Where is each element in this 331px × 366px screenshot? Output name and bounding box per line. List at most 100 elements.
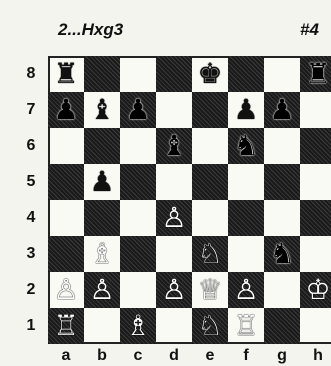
square-c3[interactable]: [120, 236, 156, 272]
square-d3[interactable]: [156, 236, 192, 272]
square-a7[interactable]: ♟: [48, 92, 84, 128]
square-f6[interactable]: ♞: [228, 128, 264, 164]
square-e7[interactable]: [192, 92, 228, 128]
square-g1[interactable]: [264, 308, 300, 344]
square-g2[interactable]: [264, 272, 300, 308]
square-h4[interactable]: [300, 200, 331, 236]
square-b3[interactable]: ♗: [84, 236, 120, 272]
square-g4[interactable]: [264, 200, 300, 236]
square-g6[interactable]: [264, 128, 300, 164]
square-b7[interactable]: ♝: [84, 92, 120, 128]
square-c8[interactable]: [120, 56, 156, 92]
black-pawn-icon[interactable]: ♟: [269, 96, 294, 124]
black-knight-icon[interactable]: ♞: [233, 132, 258, 160]
square-h2[interactable]: ♔: [300, 272, 331, 308]
square-a8[interactable]: ♜: [48, 56, 84, 92]
white-rook-icon[interactable]: ♖: [233, 312, 258, 340]
square-f4[interactable]: [228, 200, 264, 236]
square-c5[interactable]: [120, 164, 156, 200]
white-king-icon[interactable]: ♔: [305, 276, 330, 304]
square-a1[interactable]: ♖: [48, 308, 84, 344]
square-g3[interactable]: ♞: [264, 236, 300, 272]
white-queen-icon[interactable]: ♕: [197, 276, 222, 304]
square-c4[interactable]: [120, 200, 156, 236]
white-pawn-icon[interactable]: ♙: [161, 204, 186, 232]
puzzle-number: #4: [300, 20, 319, 40]
white-bishop-icon[interactable]: ♗: [89, 240, 114, 268]
file-label-d: d: [156, 346, 192, 366]
file-label-e: e: [192, 346, 228, 366]
file-label-b: b: [84, 346, 120, 366]
white-pawn-icon[interactable]: ♙: [233, 276, 258, 304]
square-f2[interactable]: ♙: [228, 272, 264, 308]
square-e3[interactable]: ♘: [192, 236, 228, 272]
black-pawn-icon[interactable]: ♟: [53, 96, 78, 124]
square-h8[interactable]: ♜: [300, 56, 331, 92]
square-f1[interactable]: ♖: [228, 308, 264, 344]
square-g7[interactable]: ♟: [264, 92, 300, 128]
square-d8[interactable]: [156, 56, 192, 92]
square-c1[interactable]: ♗: [120, 308, 156, 344]
white-pawn-icon[interactable]: ♙: [89, 276, 114, 304]
black-king-icon[interactable]: ♚: [197, 60, 222, 88]
white-pawn-icon[interactable]: ♙: [53, 276, 78, 304]
square-d7[interactable]: [156, 92, 192, 128]
square-d2[interactable]: ♙: [156, 272, 192, 308]
file-label-h: h: [300, 346, 331, 366]
square-e1[interactable]: ♘: [192, 308, 228, 344]
square-c6[interactable]: [120, 128, 156, 164]
diagram-header: 2...Hxg3 #4: [0, 0, 331, 56]
square-a6[interactable]: [48, 128, 84, 164]
square-f3[interactable]: [228, 236, 264, 272]
white-knight-icon[interactable]: ♘: [197, 312, 222, 340]
white-rook-icon[interactable]: ♖: [53, 312, 78, 340]
square-c2[interactable]: [120, 272, 156, 308]
square-h3[interactable]: [300, 236, 331, 272]
square-h5[interactable]: [300, 164, 331, 200]
square-f7[interactable]: ♟: [228, 92, 264, 128]
square-h7[interactable]: [300, 92, 331, 128]
square-c7[interactable]: ♟: [120, 92, 156, 128]
black-bishop-icon[interactable]: ♝: [161, 132, 186, 160]
file-label-g: g: [264, 346, 300, 366]
black-pawn-icon[interactable]: ♟: [233, 96, 258, 124]
square-d1[interactable]: [156, 308, 192, 344]
white-knight-icon[interactable]: ♘: [197, 240, 222, 268]
square-f8[interactable]: [228, 56, 264, 92]
square-b6[interactable]: [84, 128, 120, 164]
square-d6[interactable]: ♝: [156, 128, 192, 164]
square-b2[interactable]: ♙: [84, 272, 120, 308]
square-e2[interactable]: ♕: [192, 272, 228, 308]
square-h6[interactable]: [300, 128, 331, 164]
file-label-a: a: [48, 346, 84, 366]
square-e5[interactable]: [192, 164, 228, 200]
square-b8[interactable]: [84, 56, 120, 92]
square-f5[interactable]: [228, 164, 264, 200]
square-g5[interactable]: [264, 164, 300, 200]
square-b4[interactable]: [84, 200, 120, 236]
square-e8[interactable]: ♚: [192, 56, 228, 92]
square-h1[interactable]: [300, 308, 331, 344]
square-b5[interactable]: ♟: [84, 164, 120, 200]
square-a2[interactable]: ♙: [48, 272, 84, 308]
square-e6[interactable]: [192, 128, 228, 164]
black-pawn-icon[interactable]: ♟: [89, 168, 114, 196]
square-b1[interactable]: [84, 308, 120, 344]
rank-label-3: 3: [20, 236, 42, 272]
square-g8[interactable]: [264, 56, 300, 92]
black-rook-icon[interactable]: ♜: [305, 60, 330, 88]
white-bishop-icon[interactable]: ♗: [125, 312, 150, 340]
black-knight-icon[interactable]: ♞: [269, 240, 294, 268]
square-e4[interactable]: [192, 200, 228, 236]
square-d4[interactable]: ♙: [156, 200, 192, 236]
square-a5[interactable]: [48, 164, 84, 200]
black-pawn-icon[interactable]: ♟: [125, 96, 150, 124]
square-d5[interactable]: [156, 164, 192, 200]
white-pawn-icon[interactable]: ♙: [161, 276, 186, 304]
square-a4[interactable]: [48, 200, 84, 236]
square-a3[interactable]: [48, 236, 84, 272]
black-rook-icon[interactable]: ♜: [53, 60, 78, 88]
rank-label-4: 4: [20, 200, 42, 236]
black-bishop-icon[interactable]: ♝: [89, 96, 114, 124]
